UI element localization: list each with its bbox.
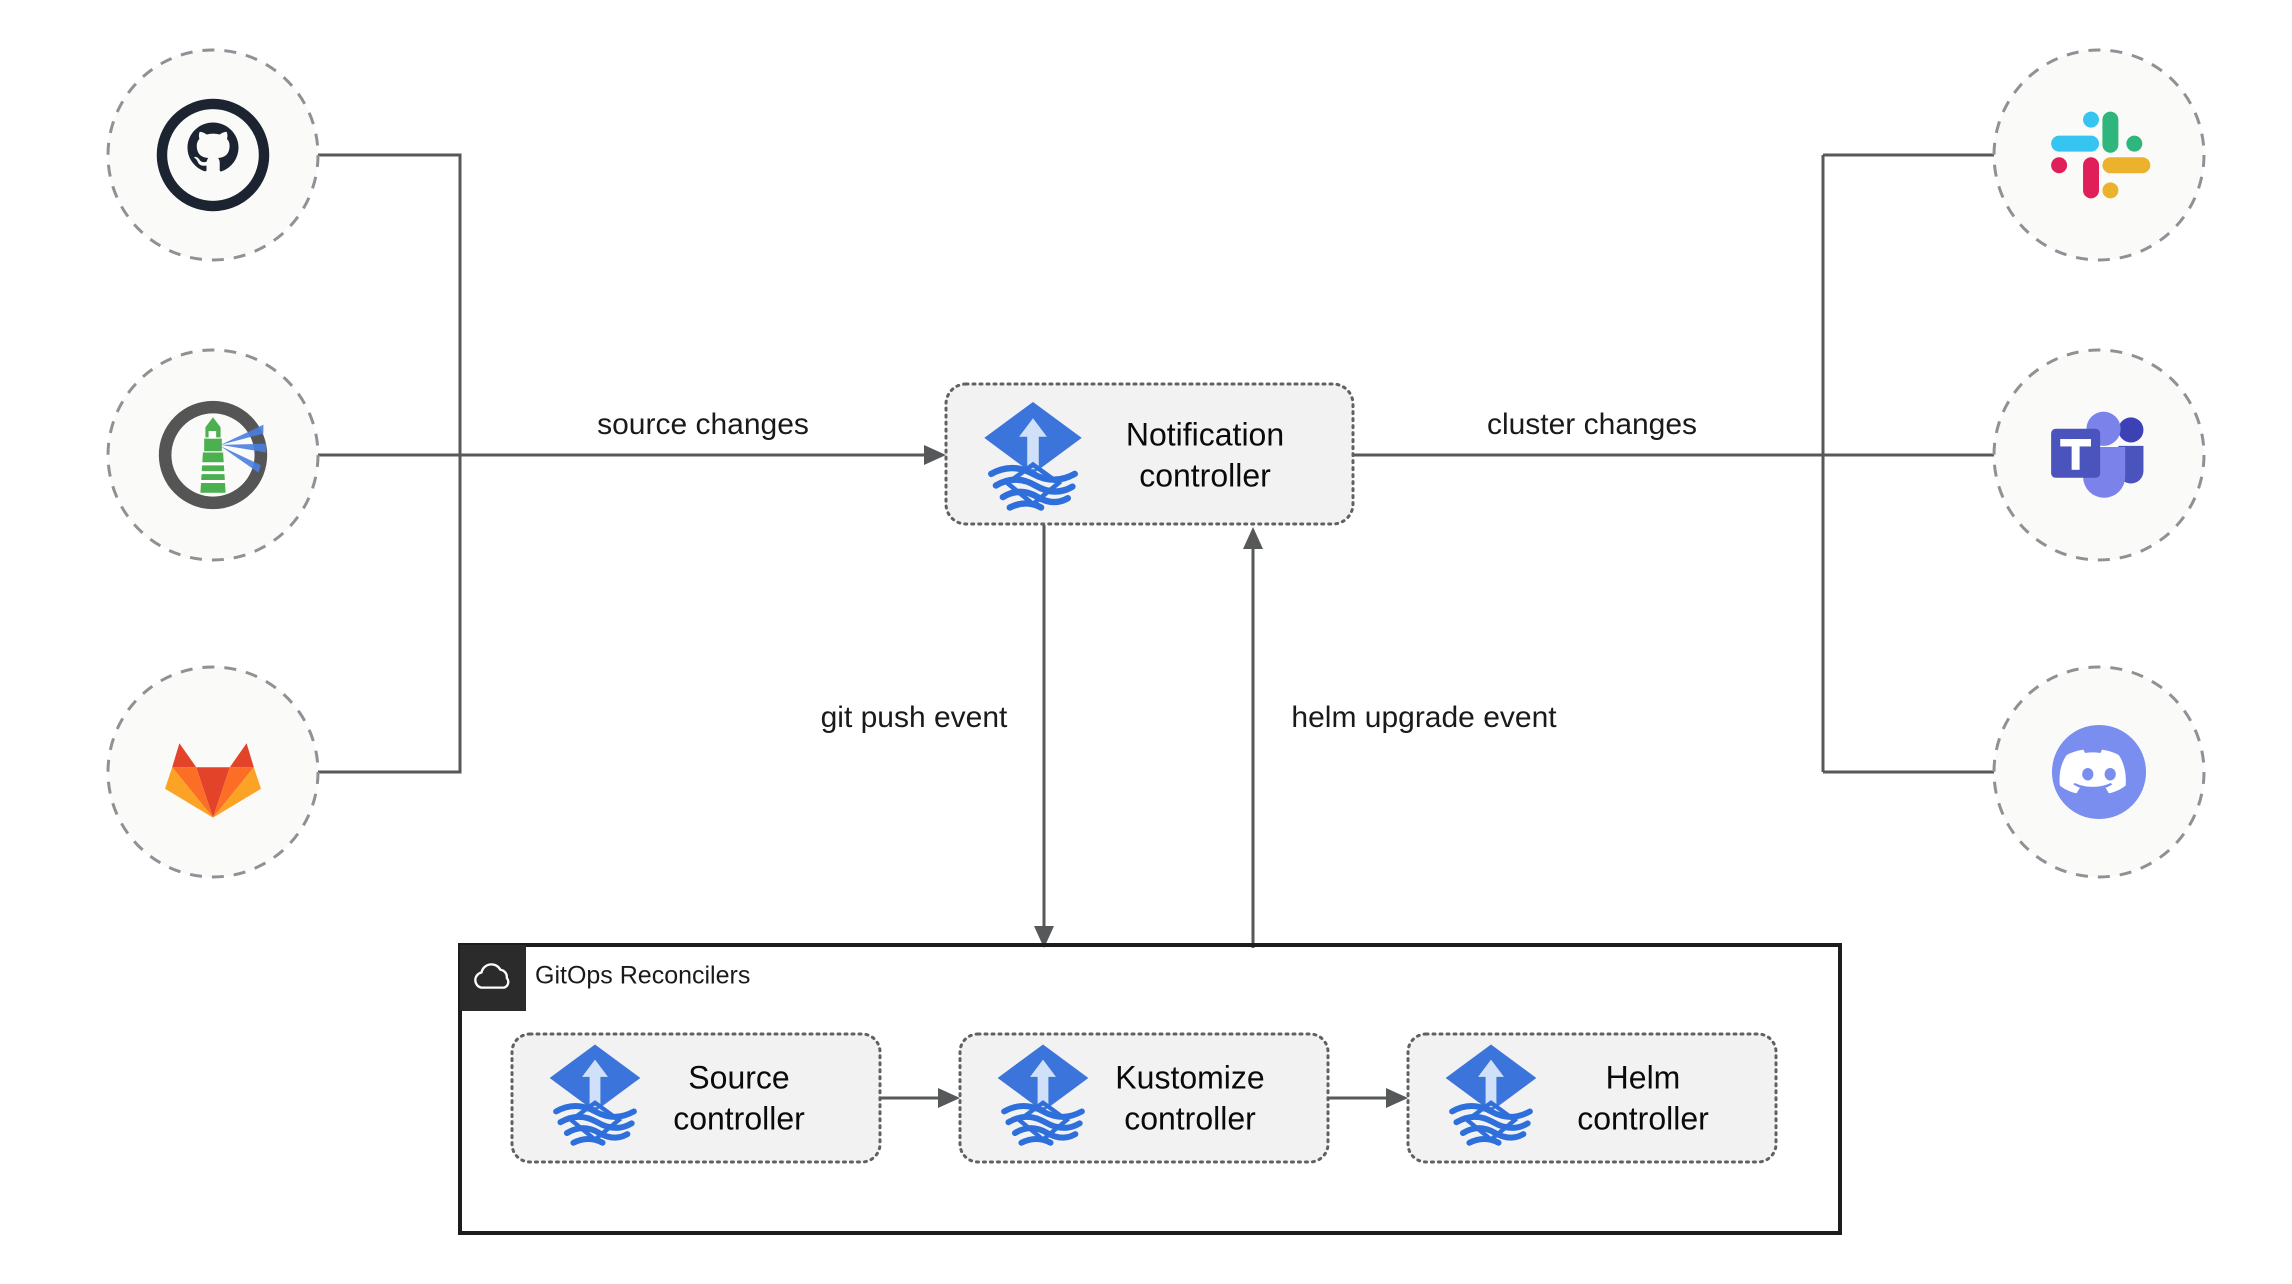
source-controller-box[interactable] — [510, 1032, 882, 1164]
group-gitops-reconcilers[interactable]: GitOps Reconcilers Source controller Kus… — [458, 943, 1842, 1235]
helm-controller-label-line1: Helm — [1606, 1059, 1681, 1095]
edge-label-source-changes: source changes — [597, 408, 809, 441]
discord-icon — [2051, 724, 2147, 820]
node-source-flux[interactable] — [106, 348, 320, 562]
node-source-controller[interactable]: Source controller — [510, 1032, 882, 1164]
source-controller-label-line2: controller — [673, 1100, 805, 1136]
source-controller-label-line1: Source — [688, 1059, 789, 1095]
node-helm-controller[interactable]: Helm controller — [1406, 1032, 1778, 1164]
arrow-head-source-to-kustomize — [938, 1088, 960, 1108]
notification-controller-label-line1: Notification — [1126, 416, 1284, 452]
node-source-gitlab[interactable] — [106, 665, 320, 879]
node-destination-teams[interactable] — [1992, 348, 2206, 562]
github-node-circle[interactable] — [106, 48, 320, 262]
arrow-head-helm-upgrade — [1243, 527, 1263, 549]
slack-node-circle[interactable] — [1992, 48, 2206, 262]
helm-controller-box[interactable] — [1406, 1032, 1778, 1164]
node-destination-discord[interactable] — [1992, 665, 2206, 879]
kustomize-controller-box[interactable] — [958, 1032, 1330, 1164]
arrow-head-to-notification — [924, 445, 946, 465]
gitops-reconcilers-border — [458, 943, 1842, 1235]
edge-label-cluster-changes: cluster changes — [1487, 408, 1697, 441]
arrow-head-kustomize-to-helm — [1386, 1088, 1408, 1108]
edge-label-helm-upgrade-event: helm upgrade event — [1291, 701, 1557, 734]
node-notification-controller[interactable]: Notification controller — [944, 382, 1355, 526]
node-kustomize-controller[interactable]: Kustomize controller — [958, 1032, 1330, 1164]
gitops-reconcilers-label: GitOps Reconcilers — [535, 962, 750, 990]
gitops-reconcilers-tab — [460, 945, 526, 1011]
edge-cluster-changes-group: cluster changes — [1353, 145, 2096, 782]
kustomize-controller-label-line2: controller — [1124, 1100, 1256, 1136]
node-source-github[interactable] — [106, 48, 320, 262]
kustomize-controller-label-line1: Kustomize — [1115, 1059, 1264, 1095]
edge-label-git-push-event: git push event — [821, 701, 1008, 734]
edge-git-push-event-group: git push event — [821, 525, 1054, 948]
arrow-head-git-push — [1034, 926, 1054, 948]
notification-controller-label-line2: controller — [1139, 457, 1271, 493]
edge-source-changes-group: source changes — [215, 153, 946, 774]
helm-controller-label-line2: controller — [1577, 1100, 1709, 1136]
edge-helm-upgrade-event-group: helm upgrade event — [1243, 527, 1557, 948]
node-destination-slack[interactable] — [1992, 48, 2206, 262]
